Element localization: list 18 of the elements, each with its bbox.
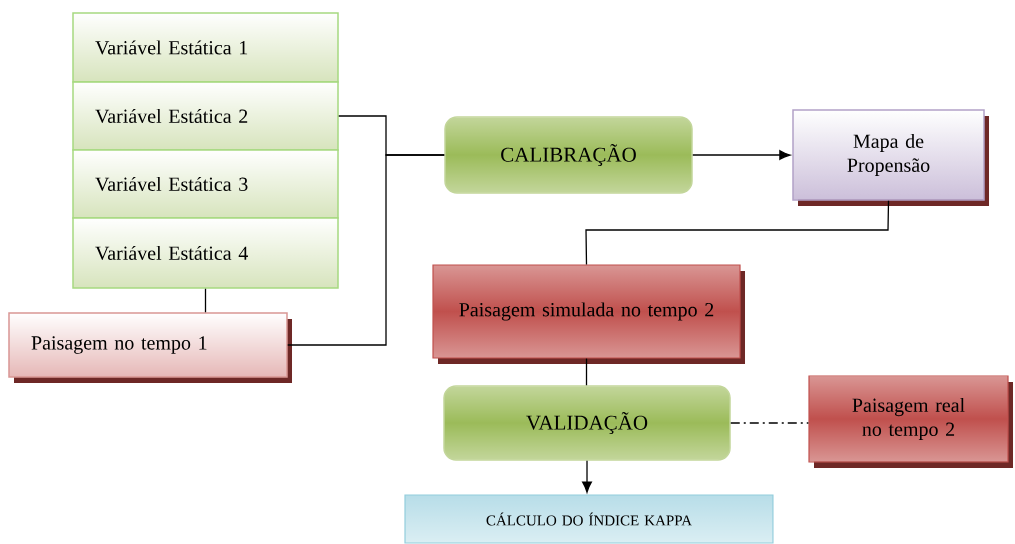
connector xyxy=(692,150,791,160)
process-box: VALIDAÇÃO xyxy=(443,385,731,461)
process-box: CÁLCULO DO ÍNDICE KAPPA xyxy=(404,494,774,544)
process-box: Paisagem simulada no tempo 2 xyxy=(432,264,745,364)
connector xyxy=(730,422,810,424)
connector xyxy=(287,154,445,346)
variable-box: Variável Estática 4 xyxy=(72,217,339,289)
variable-box: Variável Estática 1 xyxy=(72,12,339,83)
connector xyxy=(585,357,588,386)
connector xyxy=(582,460,592,493)
variable-box: Variável Estática 2 xyxy=(72,81,339,151)
process-box: Paisagem real no tempo 2 xyxy=(808,375,1013,468)
connector xyxy=(204,288,207,313)
process-box: Mapa de Propensão xyxy=(792,109,989,206)
process-box: CALIBRAÇÃO xyxy=(444,116,693,194)
connector xyxy=(585,200,890,266)
process-box: Paisagem no tempo 1 xyxy=(8,312,292,383)
variable-box: Variável Estática 3 xyxy=(72,149,339,219)
